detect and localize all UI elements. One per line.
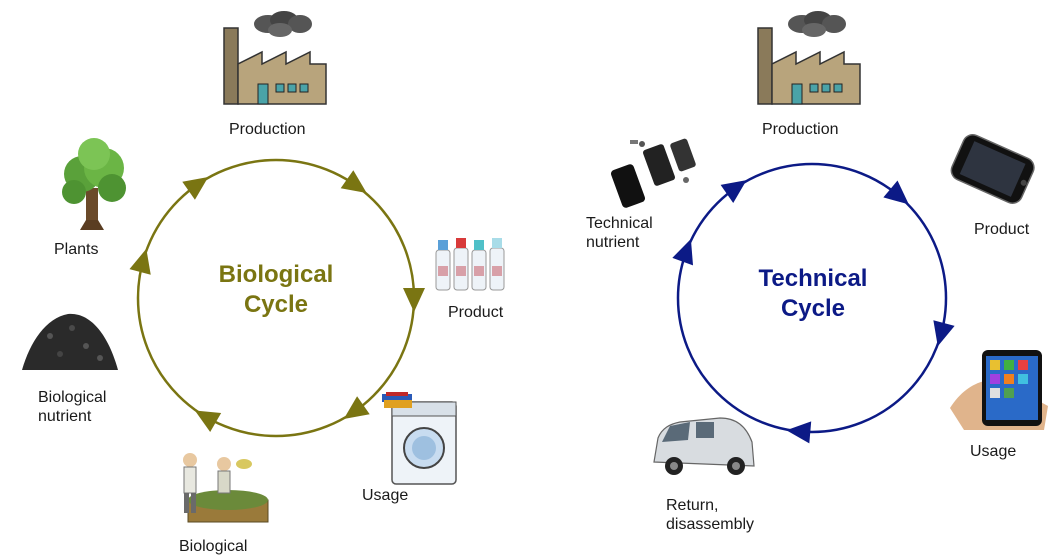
soil-pile-icon (22, 313, 118, 370)
bio-biological-label: Biological (179, 538, 248, 555)
composting-people-icon (183, 453, 269, 523)
factory-icon (223, 11, 327, 105)
tech-nutrient-label: Technical nutrient (586, 215, 653, 251)
biological-cycle-arrow-3 (403, 288, 425, 312)
biological-cycle (129, 158, 425, 438)
biological-cycle-arrow-1 (182, 176, 209, 200)
biological-cycle-arrow-6 (129, 248, 151, 275)
biological-cycle-arrow-5 (194, 410, 222, 433)
tech-product-label: Product (974, 221, 1030, 238)
bio-nutrient-label: Biological nutrient (38, 389, 107, 425)
disassembled-phone-icon (611, 138, 696, 208)
washing-machine-icon (382, 392, 457, 485)
biological-cycle-arrow-4 (343, 396, 370, 420)
bio-product-label: Product (448, 304, 504, 321)
biological-cycle-title: Biological Cycle (218, 261, 334, 318)
technical-cycle-arrow-3 (933, 320, 955, 347)
technical-cycle-arrow-1 (720, 180, 747, 203)
technical-cycle-arrows (672, 180, 955, 444)
bio-production-label: Production (229, 121, 306, 138)
tree-icon (62, 138, 126, 230)
technical-cycle-ring (676, 162, 948, 434)
technical-cycle-title: Technical Cycle (758, 265, 868, 322)
technical-cycle-arrow-2 (883, 180, 909, 205)
technical-cycle (672, 162, 955, 444)
biological-cycle-arrows (129, 170, 425, 433)
van-icon (653, 417, 755, 475)
bio-usage-label: Usage (362, 487, 409, 504)
biological-cycle-arrow-2 (340, 170, 367, 194)
factory-icon (757, 11, 861, 105)
smartphone-icon (950, 134, 1035, 204)
bio-plants-label: Plants (54, 241, 99, 258)
tech-return-label: Return, disassembly (666, 497, 755, 533)
tech-production-label: Production (762, 121, 839, 138)
detergent-bottles-icon (435, 238, 505, 291)
tech-usage-label: Usage (970, 443, 1017, 460)
phone-in-hand-icon (950, 350, 1048, 430)
technical-cycle-arrow-5 (672, 239, 694, 266)
technical-cycle-arrow-4 (786, 421, 812, 444)
